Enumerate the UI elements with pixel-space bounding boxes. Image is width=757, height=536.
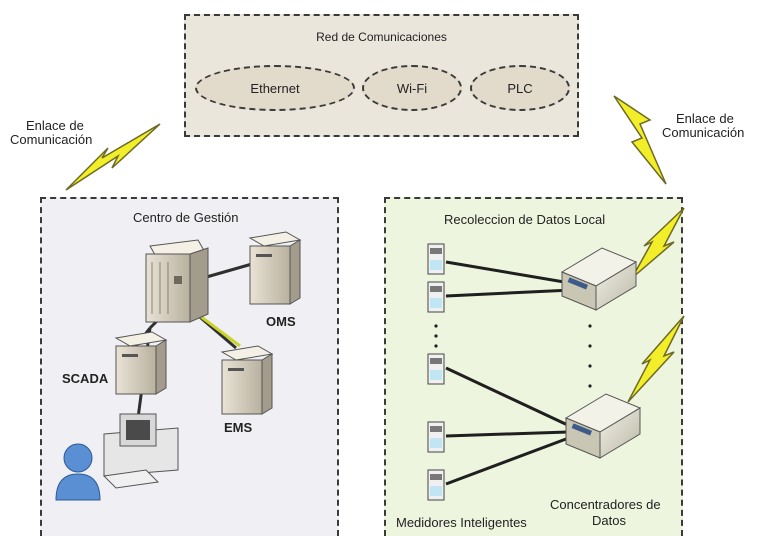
- data-concentrator-icon: [564, 393, 642, 459]
- communication-network-box: Red de Comunicaciones Ethernet Wi-Fi PLC: [184, 14, 579, 137]
- meter-ellipsis-dots: [434, 324, 438, 348]
- management-center-title: Centro de Gestión: [133, 210, 239, 225]
- main-server-icon: [145, 239, 209, 323]
- left-link-bolt-icon: [65, 123, 161, 191]
- plc-ellipse: PLC: [470, 65, 570, 111]
- smart-meter-icon: [427, 243, 445, 275]
- ethernet-label: Ethernet: [250, 80, 300, 96]
- local-collection-title: Recoleccion de Datos Local: [444, 212, 606, 227]
- smart-meters-label: Medidores Inteligentes: [396, 515, 527, 530]
- wifi-ellipse: Wi-Fi: [362, 65, 462, 111]
- oms-server-icon: [248, 231, 302, 305]
- scada-server-icon: [114, 331, 168, 395]
- smart-meter-icon: [427, 353, 445, 385]
- smart-meter-icon: [427, 421, 445, 453]
- scada-label: SCADA: [62, 371, 109, 386]
- data-concentrator-icon: [560, 247, 638, 311]
- concentrators-label-line1: Concentradores de: [550, 497, 661, 512]
- concentrator-bottom-bolt-icon: [627, 315, 685, 403]
- ems-label: EMS: [224, 420, 253, 435]
- right-link-label-line2: Comunicación: [662, 125, 745, 140]
- left-link-label-line2: Comunicación: [10, 132, 93, 147]
- concentrator-top-bolt-icon: [631, 207, 685, 279]
- plc-label: PLC: [507, 80, 533, 96]
- right-link-bolt-icon: [613, 95, 667, 185]
- right-link-label-line1: Enlace de: [676, 111, 734, 126]
- left-link-label-line1: Enlace de: [26, 118, 84, 133]
- ethernet-ellipse: Ethernet: [195, 65, 355, 111]
- network-title: Red de Comunicaciones: [316, 30, 447, 44]
- concentrator-ellipsis-dots: [588, 324, 592, 388]
- workstation-icon: [102, 413, 179, 489]
- meter-connections: [445, 260, 577, 486]
- wifi-label: Wi-Fi: [396, 80, 428, 96]
- ems-server-icon: [220, 345, 274, 415]
- concentrators-label-line2: Datos: [592, 513, 626, 528]
- oms-label: OMS: [266, 314, 296, 329]
- user-icon: [55, 443, 101, 501]
- smart-meter-icon: [427, 281, 445, 313]
- smart-meter-icon: [427, 469, 445, 501]
